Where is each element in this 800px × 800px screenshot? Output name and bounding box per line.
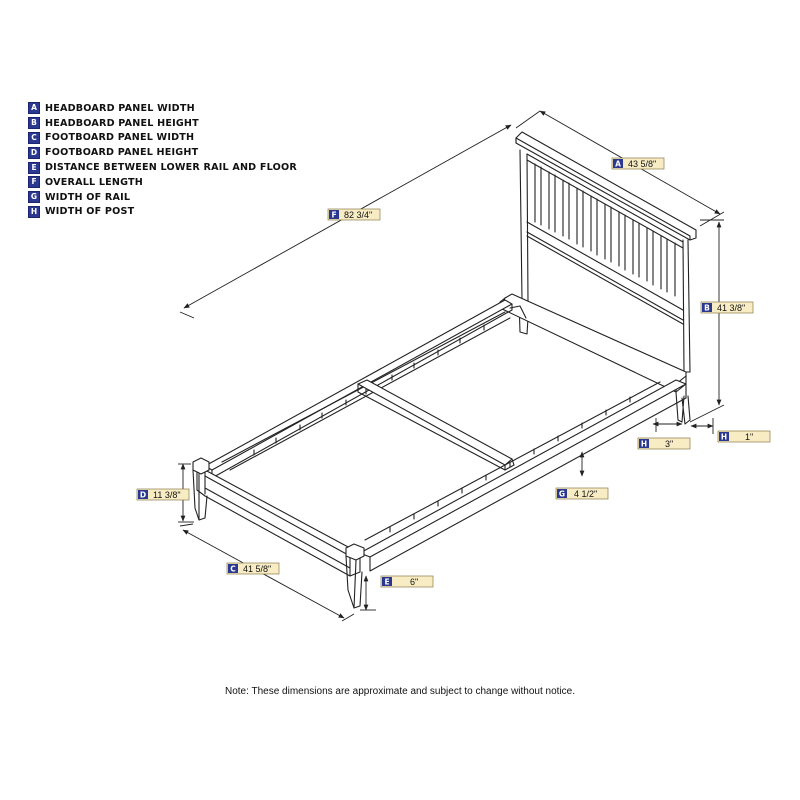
tag-value-c: 41 5/8"	[243, 564, 271, 574]
legend-key-c: C	[28, 131, 40, 144]
dimension-tag-h-side: H 1"	[717, 430, 771, 443]
headboard-front-leg	[675, 391, 691, 425]
legend-item-g: G WIDTH OF RAIL	[28, 190, 297, 205]
tag-key-f: F	[331, 211, 336, 220]
tag-key-c: C	[230, 565, 236, 574]
footboard-right-leg	[345, 555, 363, 609]
legend-item-b: B HEADBOARD PANEL HEIGHT	[28, 116, 297, 131]
footboard-left-leg	[192, 469, 208, 521]
legend-label-c: FOOTBOARD PANEL WIDTH	[45, 132, 195, 144]
tag-value-a: 43 5/8"	[628, 159, 656, 169]
dimension-tag-h-front: H 3"	[637, 437, 691, 450]
tag-key-e: E	[384, 578, 389, 587]
legend-label-g: WIDTH OF RAIL	[45, 191, 131, 203]
tag-value-h-front: 3"	[665, 439, 673, 449]
legend-item-h: H WIDTH OF POST	[28, 205, 297, 220]
legend-label-d: FOOTBOARD PANEL HEIGHT	[45, 147, 199, 159]
tag-key-h-side: H	[721, 433, 727, 442]
tag-value-b: 41 3/8"	[717, 303, 745, 313]
tag-key-b: B	[704, 304, 710, 313]
footboard-right-post-cap	[345, 543, 365, 561]
dimension-tag-f: F 82 3/4"	[327, 208, 381, 221]
tag-key-h-front: H	[641, 440, 647, 449]
headboard-left-post	[519, 149, 529, 303]
legend-label-e: DISTANCE BETWEEN LOWER RAIL AND FLOOR	[45, 162, 297, 174]
legend-label-h: WIDTH OF POST	[45, 206, 135, 218]
legend-item-a: A HEADBOARD PANEL WIDTH	[28, 101, 297, 116]
tag-value-d: 11 3/8"	[153, 490, 181, 500]
tag-key-d: D	[140, 491, 146, 500]
tag-key-a: A	[615, 160, 621, 169]
legend-item-c: C FOOTBOARD PANEL WIDTH	[28, 131, 297, 146]
legend-label-a: HEADBOARD PANEL WIDTH	[45, 102, 195, 114]
legend-key-g: G	[28, 191, 40, 204]
dimension-tag-d: D 11 3/8"	[136, 488, 190, 501]
footboard-left-post-cap	[192, 457, 210, 475]
dimension-tag-b: B 41 3/8"	[700, 301, 754, 314]
dimension-tag-g: G 4 1/2"	[555, 487, 609, 500]
bed-frame	[192, 131, 697, 609]
legend-key-b: B	[28, 117, 40, 130]
tag-key-g: G	[559, 490, 565, 499]
legend-item-f: F OVERALL LENGTH	[28, 175, 297, 190]
dimension-tag-e: E 6"	[380, 575, 434, 588]
legend-label-f: OVERALL LENGTH	[45, 176, 144, 188]
head-cross-rail	[499, 293, 687, 393]
headboard-right-post	[682, 239, 691, 373]
tag-value-h-side: 1"	[745, 432, 753, 442]
legend-key-f: F	[28, 176, 40, 189]
legend-key-h: H	[28, 205, 40, 218]
tag-value-e: 6"	[410, 577, 418, 587]
headboard-lower-rail	[526, 221, 684, 325]
legend-key-e: E	[28, 161, 40, 174]
disclaimer-note: Note: These dimensions are approximate a…	[224, 686, 576, 697]
legend-item-d: D FOOTBOARD PANEL HEIGHT	[28, 145, 297, 160]
legend-item-e: E DISTANCE BETWEEN LOWER RAIL AND FLOOR	[28, 160, 297, 175]
dimension-tag-a: A 43 5/8"	[611, 157, 665, 170]
tag-value-f: 82 3/4"	[344, 210, 372, 220]
legend-key-d: D	[28, 146, 40, 159]
center-support-beam	[357, 379, 513, 466]
dimension-tag-c: C 41 5/8"	[226, 562, 280, 575]
legend-key-a: A	[28, 102, 40, 115]
legend-label-b: HEADBOARD PANEL HEIGHT	[45, 117, 199, 129]
tag-value-g: 4 1/2"	[574, 489, 597, 499]
dimension-legend: A HEADBOARD PANEL WIDTH B HEADBOARD PANEL …	[28, 101, 297, 219]
